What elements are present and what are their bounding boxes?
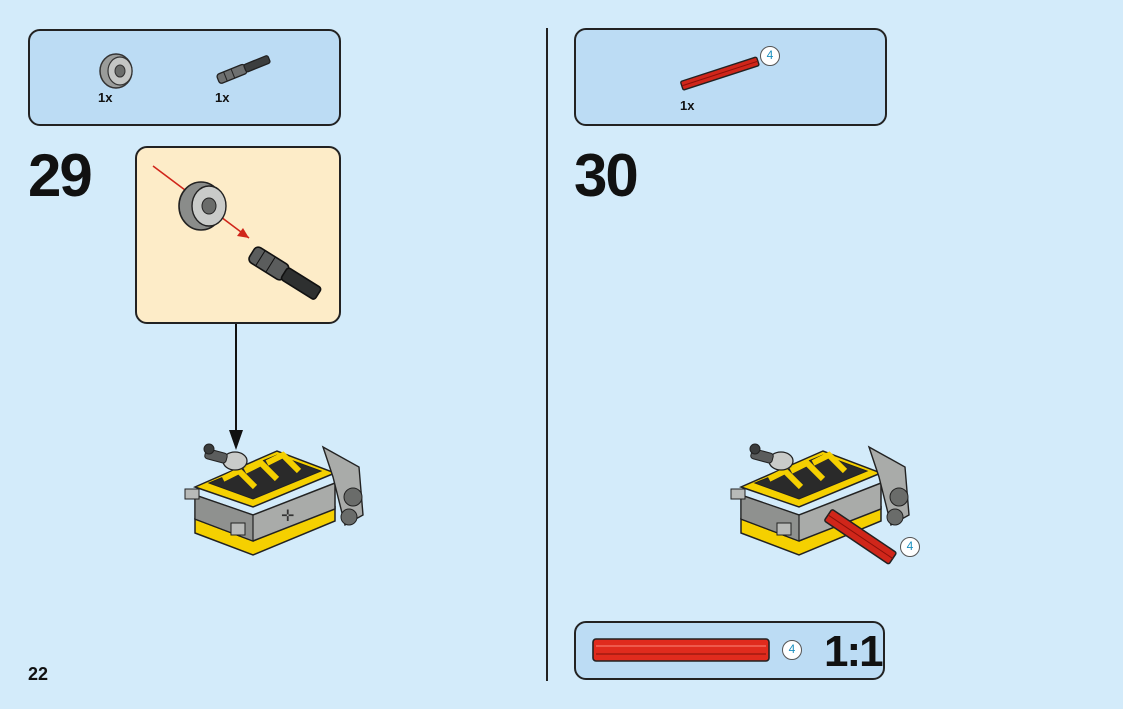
- parts-list-step-30: 4 1x: [574, 28, 887, 126]
- svg-text:✛: ✛: [281, 506, 294, 525]
- submodel-callout: [135, 146, 341, 324]
- part-qty: 1x: [680, 98, 695, 113]
- scale-label: 1:1: [824, 627, 884, 676]
- red-axle-icon: [680, 56, 760, 91]
- axle-length-badge: 4: [900, 537, 920, 557]
- column-divider: [546, 28, 548, 681]
- scale-ruler-box: 4 1:1: [574, 621, 885, 680]
- axle-length-badge: 4: [760, 46, 780, 66]
- submodel-arrow: [229, 324, 243, 450]
- axle-length-badge: 4: [782, 640, 802, 660]
- part-qty: 1x: [98, 90, 113, 105]
- step-number: 29: [28, 142, 93, 209]
- parts-list-step-29: 1x 1x: [28, 29, 341, 126]
- step-29-model-illustration: ✛: [184, 443, 364, 556]
- bush-wheel-icon: [99, 53, 133, 89]
- step-30-model-illustration: [730, 443, 910, 565]
- step-number: 30: [574, 142, 639, 209]
- part-qty: 1x: [215, 90, 230, 105]
- red-axle-scale-icon: [592, 638, 770, 662]
- axle-pin-icon: [216, 55, 271, 84]
- submodel-assembly-illustration: [152, 165, 322, 300]
- page-number: 22: [28, 664, 49, 684]
